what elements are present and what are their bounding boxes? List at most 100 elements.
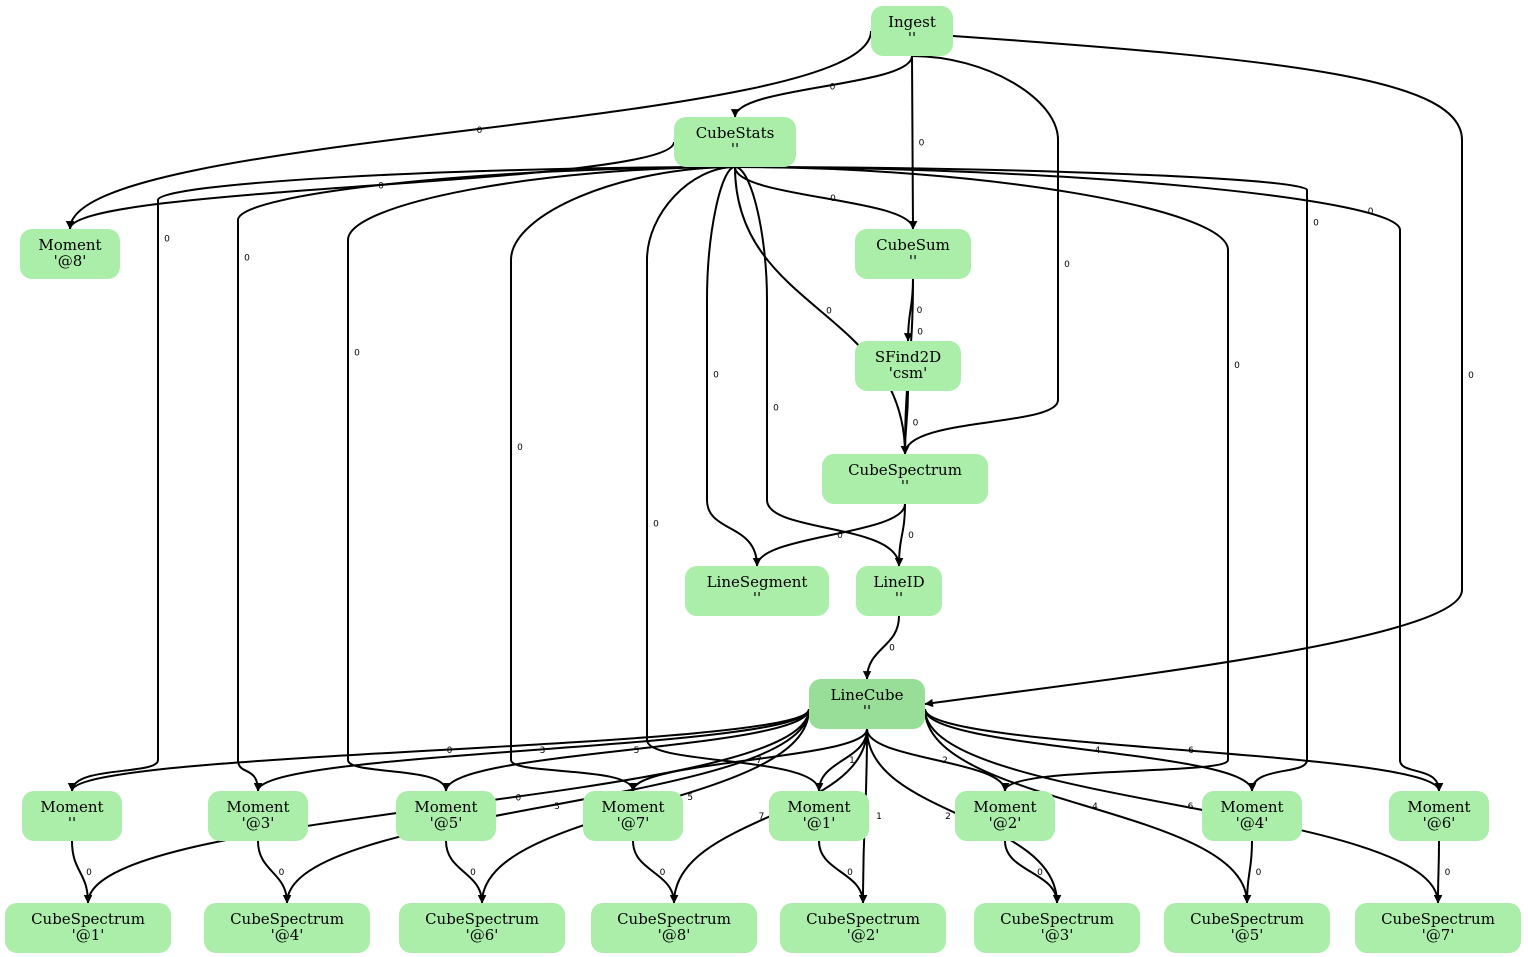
edge-linecube-moment5 [441, 708, 810, 792]
edge-label: 0 [917, 327, 923, 337]
node-type: CubeSpectrum [1190, 910, 1304, 928]
edge-label: 0 [86, 868, 92, 878]
node-box [1164, 903, 1330, 953]
node-name: '@7' [1422, 926, 1455, 944]
edge-label: 0 [1445, 868, 1451, 878]
node-cs2[interactable]: CubeSpectrum'@2' [780, 903, 946, 953]
edge-moment6-cs7 [1433, 840, 1443, 904]
edge-label: 3 [540, 746, 546, 756]
node-type: SFind2D [875, 348, 941, 366]
edge-label: 0 [660, 868, 666, 878]
node-name: '@8' [658, 926, 691, 944]
edge-label: 0 [1256, 868, 1262, 878]
node-name: '@4' [271, 926, 304, 944]
edge-cubestats-moment3 [237, 166, 736, 792]
edge-cubestats-lineseg [706, 166, 762, 567]
edge-cubespec-lineseg [752, 503, 906, 567]
node-ingest[interactable]: Ingest'' [871, 6, 953, 56]
node-cubestats[interactable]: CubeStats'' [674, 117, 796, 167]
node-moment2[interactable]: Moment'@2' [955, 791, 1055, 841]
node-type: CubeSpectrum [1000, 910, 1114, 928]
node-name: '@1' [803, 814, 836, 832]
node-box [396, 791, 496, 841]
node-name: '' [753, 589, 761, 607]
node-cubesum[interactable]: CubeSum'' [855, 229, 971, 279]
node-moment4[interactable]: Moment'@4' [1202, 791, 1302, 841]
node-box [5, 903, 171, 953]
node-box [780, 903, 946, 953]
node-cs6[interactable]: CubeSpectrum'@6' [399, 903, 565, 953]
edge-label: 0 [447, 746, 453, 756]
node-cubespec[interactable]: CubeSpectrum'' [822, 454, 988, 504]
node-name: '@3' [1041, 926, 1074, 944]
node-name: '' [68, 814, 76, 832]
edges-layer [65, 30, 1463, 904]
node-type: Moment [601, 798, 664, 816]
edge-label: 3 [554, 802, 560, 812]
node-cs8[interactable]: CubeSpectrum'@8' [591, 903, 757, 953]
node-box [974, 903, 1140, 953]
edge-moment2-cs3 [1004, 840, 1062, 904]
node-moment5[interactable]: Moment'@5' [396, 791, 496, 841]
node-moment8[interactable]: Moment'@8' [20, 229, 120, 279]
node-name: '@6' [1423, 814, 1456, 832]
node-name: '@1' [72, 926, 105, 944]
node-box [583, 791, 683, 841]
edge-label: 0 [1037, 868, 1043, 878]
node-type: Moment [1220, 798, 1283, 816]
node-box [855, 229, 971, 279]
edge-lineid-linecube [862, 615, 900, 680]
node-name: '' [901, 477, 909, 495]
edge-label: 0 [830, 194, 836, 204]
edge-label: 4 [1095, 746, 1101, 756]
edge-label: 0 [837, 531, 843, 541]
edge-label: 0 [1234, 361, 1240, 371]
node-name: '@2' [989, 814, 1022, 832]
edge-cubestats-moment7 [510, 166, 736, 792]
edge-label: 0 [847, 868, 853, 878]
node-box [685, 566, 829, 616]
node-lineid[interactable]: LineID'' [856, 566, 942, 616]
node-box [591, 903, 757, 953]
edge-label: 0 [164, 234, 170, 244]
node-name: 'csm' [889, 364, 928, 382]
edge-cubestats-moment6 [734, 166, 1444, 792]
edge-label: 1 [876, 812, 882, 822]
node-box [769, 791, 869, 841]
edge-cubestats-cubesum [734, 166, 918, 230]
edge-label: 0 [773, 404, 779, 414]
node-sfind[interactable]: SFind2D'csm' [855, 341, 961, 391]
node-linecube[interactable]: LineCube'' [809, 679, 925, 729]
edge-moment1-cs2 [818, 840, 868, 904]
node-cs7[interactable]: CubeSpectrum'@7' [1355, 903, 1521, 953]
node-moment7[interactable]: Moment'@7' [583, 791, 683, 841]
node-moment3[interactable]: Moment'@3' [208, 791, 308, 841]
node-moment0[interactable]: Moment'' [22, 791, 122, 841]
node-name: '@6' [466, 926, 499, 944]
edge-linecube-cs4 [282, 708, 810, 904]
node-type: CubeSpectrum [31, 910, 145, 928]
node-cs4[interactable]: CubeSpectrum'@4' [204, 903, 370, 953]
node-cs1[interactable]: CubeSpectrum'@1' [5, 903, 171, 953]
edge-ingest-cubestats [730, 55, 913, 118]
edge-linecube-moment0 [68, 708, 810, 792]
edge-label: 0 [908, 531, 914, 541]
node-name: '@4' [1236, 814, 1269, 832]
edge-linecube-moment6 [924, 708, 1444, 792]
edge-label: 6 [1188, 746, 1194, 756]
node-lineseg[interactable]: LineSegment'' [685, 566, 829, 616]
node-moment6[interactable]: Moment'@6' [1389, 791, 1489, 841]
edge-label: 0 [830, 83, 836, 93]
edge-label: 0 [1064, 260, 1070, 270]
edge-label: 4 [1092, 802, 1098, 812]
node-cs3[interactable]: CubeSpectrum'@3' [974, 903, 1140, 953]
node-box [855, 341, 961, 391]
node-name: '@8' [54, 252, 87, 270]
node-cs5[interactable]: CubeSpectrum'@5' [1164, 903, 1330, 953]
node-moment1[interactable]: Moment'@1' [769, 791, 869, 841]
edge-moment7-cs8 [632, 840, 679, 904]
node-name: '' [895, 589, 903, 607]
edge-moment4-cs5 [1242, 840, 1253, 904]
node-box [399, 903, 565, 953]
